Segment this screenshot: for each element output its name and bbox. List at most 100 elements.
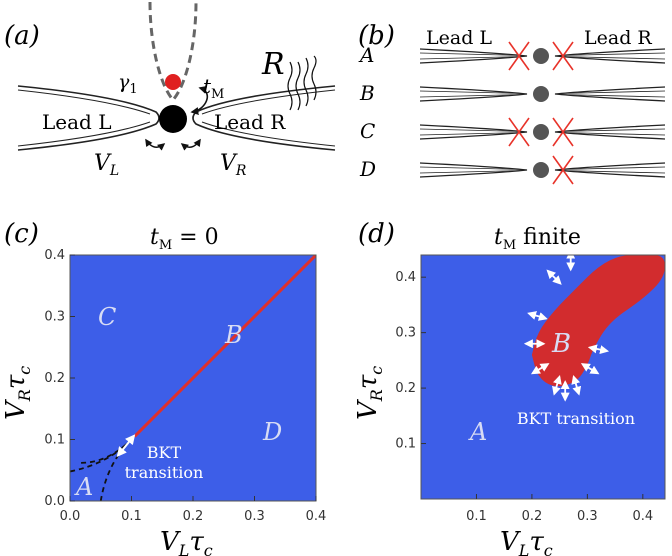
vl-arrow bbox=[145, 138, 166, 151]
lead-right-label: Lead R bbox=[214, 110, 286, 134]
cut-mark bbox=[552, 41, 574, 71]
config-row-label: B bbox=[359, 81, 375, 105]
y-tick-label: 0.1 bbox=[395, 437, 416, 452]
bkt-arrow bbox=[587, 344, 610, 355]
chart-d-ylabel: VRτc bbox=[353, 366, 386, 420]
quantum-dot bbox=[159, 105, 187, 133]
x-tick-label: 0.1 bbox=[466, 509, 487, 524]
y-tick-label: 0.3 bbox=[395, 326, 416, 341]
config-row: C bbox=[360, 117, 666, 147]
vr-arrow bbox=[180, 138, 201, 151]
bath-wiggle bbox=[303, 57, 309, 107]
bath-wiggle bbox=[287, 61, 293, 111]
lead-right-line bbox=[201, 121, 336, 147]
cut-mark bbox=[552, 155, 574, 185]
lead-right bbox=[554, 162, 666, 178]
config-row-label: A bbox=[358, 43, 374, 67]
lead-right-line bbox=[201, 89, 336, 115]
lead-right-line bbox=[558, 52, 666, 60]
region-label-a: A bbox=[74, 473, 93, 501]
bath-wiggle bbox=[311, 55, 317, 101]
lead-right-outline bbox=[192, 85, 336, 151]
config-row-label: C bbox=[360, 119, 375, 143]
x-tick-label: 0.2 bbox=[522, 509, 543, 524]
x-tick-label: 0.2 bbox=[183, 509, 204, 524]
chart-c-xlabel: VLτc bbox=[160, 527, 213, 556]
bkt-arrow bbox=[546, 269, 562, 285]
lead-left-line bbox=[419, 90, 524, 98]
lead-right-line bbox=[558, 166, 666, 174]
x-tick-label: 0.1 bbox=[121, 509, 142, 524]
lead-left bbox=[419, 162, 528, 178]
lead-left-line bbox=[17, 121, 151, 147]
panel-b-label: (b) bbox=[358, 21, 395, 51]
b-phase-line bbox=[133, 255, 316, 438]
y-tick-label: 0.0 bbox=[44, 494, 65, 509]
lead-right bbox=[554, 86, 666, 102]
vr-label: VR bbox=[220, 151, 247, 179]
lead-left-line bbox=[17, 89, 151, 115]
lead-left-label: Lead L bbox=[426, 27, 492, 49]
lead-left bbox=[419, 48, 528, 64]
x-tick-label: 0.3 bbox=[244, 509, 265, 524]
panel-d-label: (d) bbox=[358, 219, 395, 249]
config-row: B bbox=[359, 81, 666, 105]
x-tick-label: 0.3 bbox=[577, 509, 598, 524]
lead-left bbox=[419, 124, 528, 140]
bkt-label-line2: transition bbox=[125, 463, 204, 482]
region-label-d: D bbox=[262, 418, 282, 446]
gamma-label: γ1 bbox=[118, 71, 138, 97]
cut-mark bbox=[508, 117, 530, 147]
lead-left-outline bbox=[17, 85, 160, 151]
lead-right bbox=[554, 48, 666, 64]
vl-label: VL bbox=[94, 151, 119, 179]
lead-right-label: Lead R bbox=[584, 27, 652, 49]
tm-arrow bbox=[190, 85, 209, 116]
lead-left-label: Lead L bbox=[42, 110, 111, 134]
bkt-arrow bbox=[552, 374, 562, 396]
region-label-a: A bbox=[468, 418, 487, 446]
config-row: A bbox=[358, 41, 666, 71]
panel-c-label: (c) bbox=[4, 219, 39, 249]
y-tick-label: 0.4 bbox=[44, 248, 65, 263]
chart-d-frame bbox=[420, 254, 666, 500]
chart-d-marks bbox=[523, 255, 665, 402]
bkt-arrow bbox=[527, 311, 548, 321]
region-label-c: C bbox=[98, 303, 116, 331]
y-tick-label: 0.2 bbox=[44, 371, 65, 386]
bath-label: R bbox=[261, 47, 285, 82]
lead-left-line bbox=[419, 128, 524, 136]
dot bbox=[533, 48, 549, 64]
cut-mark bbox=[552, 117, 574, 147]
lead-left-line bbox=[419, 166, 524, 174]
x-tick-label: 0.4 bbox=[306, 509, 327, 524]
chart-d-title: tM finite bbox=[494, 225, 581, 253]
bkt-arrow bbox=[571, 374, 582, 396]
config-row: D bbox=[359, 155, 666, 185]
y-tick-label: 0.2 bbox=[395, 381, 416, 396]
bkt-label-line1: BKT bbox=[147, 443, 182, 462]
x-tick-label: 0.4 bbox=[632, 509, 653, 524]
panel-a-label: (a) bbox=[4, 21, 40, 51]
chart-c-marks bbox=[70, 255, 316, 501]
bkt-arrow bbox=[116, 434, 136, 458]
bath-wiggle bbox=[295, 61, 301, 111]
chart-d-xlabel: VLτc bbox=[500, 527, 553, 556]
bkt-arrow bbox=[580, 363, 600, 375]
cut-mark bbox=[508, 41, 530, 71]
bkt-arrow bbox=[530, 363, 550, 375]
b-phase-region bbox=[531, 255, 665, 387]
lead-right-line bbox=[558, 128, 666, 136]
y-tick-label: 0.1 bbox=[44, 433, 65, 448]
config-row-label: D bbox=[359, 157, 376, 181]
lead-right bbox=[554, 124, 666, 140]
panel-a: (a) γ1 tM R Lead L Lead R VL VR bbox=[4, 1, 336, 179]
x-tick-label: 0.0 bbox=[60, 509, 81, 524]
chart-c-ylabel: VRτc bbox=[1, 366, 34, 420]
bkt-label: BKT transition bbox=[517, 409, 635, 428]
